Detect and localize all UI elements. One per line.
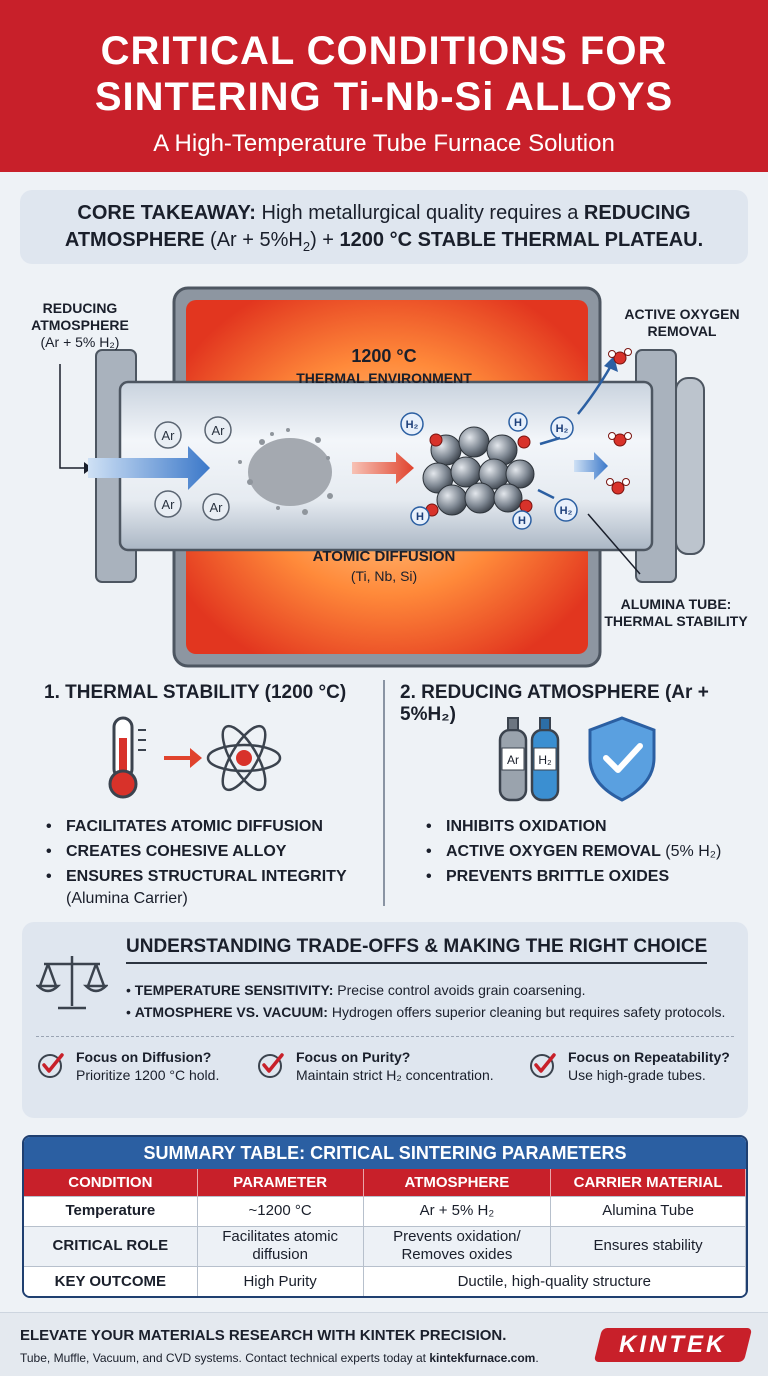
tradeoff-atmosphere: • ATMOSPHERE VS. VACUUM: Hydrogen offers…: [126, 1004, 726, 1020]
h2-molecule-3: H₂: [560, 505, 573, 517]
page-title: CRITICAL CONDITIONS FOR SINTERING Ti-Nb-…: [0, 0, 768, 120]
h2-molecule-1: H₂: [406, 419, 419, 431]
table-cell: Alumina Tube: [550, 1195, 746, 1226]
parameters-table: CONDITION PARAMETER ATMOSPHERE CARRIER M…: [24, 1169, 746, 1296]
gas-cylinders-shield-icon: Ar H₂: [498, 716, 656, 802]
core-takeaway: CORE TAKEAWAY: High metallurgical qualit…: [20, 190, 748, 264]
page-subtitle: A High-Temperature Tube Furnace Solution: [153, 130, 615, 157]
table-cell: ~1200 °C: [197, 1195, 364, 1226]
table-row: CRITICAL ROLE Facilitates atomic diffusi…: [24, 1225, 746, 1266]
table-row: KEY OUTCOME High Purity Ductile, high-qu…: [24, 1265, 746, 1296]
balance-scale-icon: [36, 956, 108, 1010]
furnace-graphic: Ar Ar Ar Ar H₂ H: [59, 286, 705, 668]
label-atomic-diffusion: ATOMIC DIFFUSION: [312, 548, 456, 565]
footer-headline: ELEVATE YOUR MATERIALS RESEARCH WITH KIN…: [20, 1327, 507, 1344]
title-line-1: CRITICAL CONDITIONS FOR: [100, 29, 668, 73]
ar-molecule-3: Ar: [162, 497, 176, 512]
label-diffusion-elements: (Ti, Nb, Si): [350, 568, 418, 584]
focus-diffusion: Focus on Diffusion?Prioritize 1200 °C ho…: [36, 1048, 219, 1084]
check-circle-icon: [38, 1053, 64, 1078]
table-header-condition: CONDITION: [24, 1169, 198, 1196]
h-atom-3: H: [518, 515, 526, 527]
core-bold-1: REDUCING ATMOSPHERE: [64, 202, 691, 251]
footer-contact: Tube, Muffle, Vacuum, and CVD systems. C…: [20, 1351, 539, 1365]
section-divider: [383, 680, 385, 906]
cylinder-ar-label: Ar: [507, 753, 519, 767]
label-temperature: 1200 °C: [351, 346, 417, 366]
core-text-1: High metallurgical quality requires a: [255, 202, 584, 224]
table-cell: Facilitates atomic diffusion: [197, 1225, 364, 1266]
alumina-carrier-note: (Alumina Carrier): [66, 890, 188, 907]
header-banner: CRITICAL CONDITIONS FOR SINTERING Ti-Nb-…: [0, 0, 768, 172]
title-line-2: SINTERING Ti-Nb-Si ALLOYS: [94, 75, 674, 119]
label-active-oxygen-removal: ACTIVE OXYGEN REMOVAL: [624, 306, 740, 339]
core-label: CORE TAKEAWAY:: [77, 202, 256, 224]
cylinder-h2-label: H₂: [538, 753, 552, 767]
thermal-stability-bullets: FACILITATES ATOMIC DIFFUSION CREATES COH…: [40, 814, 347, 909]
table-cell: High Purity: [197, 1265, 364, 1296]
tradeoffs-title: UNDERSTANDING TRADE-OFFS & MAKING THE RI…: [126, 936, 708, 964]
bullet-brittle-oxides: PREVENTS BRITTLE OXIDES: [420, 864, 721, 889]
summary-table-title: SUMMARY TABLE: CRITICAL SINTERING PARAME…: [24, 1137, 746, 1169]
label-thermal-environment: THERMAL ENVIRONMENT: [296, 370, 472, 386]
h-atom-2: H: [416, 511, 424, 523]
table-cell: CRITICAL ROLE: [24, 1225, 198, 1266]
core-sub: 2: [302, 239, 311, 254]
bullet-cohesive-alloy: CREATES COHESIVE ALLOY: [40, 839, 347, 864]
table-header-parameter: PARAMETER: [197, 1169, 364, 1196]
h2-molecule-2: H₂: [556, 423, 569, 435]
bullet-atomic-diffusion: FACILITATES ATOMIC DIFFUSION: [40, 814, 347, 839]
section-thermal-stability-title: 1. THERMAL STABILITY (1200 °C): [44, 682, 347, 703]
focus-purity: Focus on Purity?Maintain strict H₂ conce…: [256, 1048, 494, 1084]
bullet-structural-integrity: ENSURES STRUCTURAL INTEGRITY: [40, 864, 347, 889]
kintek-logo[interactable]: KINTEK: [593, 1328, 753, 1362]
website-link[interactable]: kintekfurnace.com: [429, 1351, 536, 1365]
label-alumina-tube: ALUMINA TUBE: THERMAL STABILITY: [604, 596, 748, 629]
table-cell: Prevents oxidation/ Removes oxides: [363, 1225, 552, 1266]
ar-molecule-2: Ar: [212, 423, 226, 438]
table-header-atmosphere: ATMOSPHERE: [363, 1169, 552, 1196]
focus-repeatability: Focus on Repeatability?Use high-grade tu…: [528, 1048, 730, 1084]
ar-molecule-4: Ar: [210, 500, 224, 515]
tradeoffs-separator: [36, 1036, 734, 1037]
core-bold-2: 1200 °C STABLE THERMAL PLATEAU.: [339, 229, 704, 251]
tradeoff-temperature: • TEMPERATURE SENSITIVITY: Precise contr…: [126, 982, 586, 998]
bullet-active-oxygen-removal: ACTIVE OXYGEN REMOVAL (5% H₂): [420, 839, 721, 864]
table-cell: Ensures stability: [550, 1225, 746, 1266]
reducing-atmosphere-bullets: INHIBITS OXIDATION ACTIVE OXYGEN REMOVAL…: [420, 814, 721, 889]
core-text-3: ) +: [310, 229, 340, 251]
table-header-carrier: CARRIER MATERIAL: [550, 1169, 746, 1196]
core-text-2: (Ar + 5%H: [204, 229, 303, 251]
label-reducing-atmosphere: REDUCING ATMOSPHERE (Ar + 5% H₂): [31, 300, 129, 350]
ar-molecule-1: Ar: [162, 428, 176, 443]
table-cell: Ductile, high-quality structure: [363, 1265, 746, 1296]
summary-table: SUMMARY TABLE: CRITICAL SINTERING PARAME…: [22, 1135, 748, 1298]
tradeoffs-panel: UNDERSTANDING TRADE-OFFS & MAKING THE RI…: [22, 922, 748, 1118]
footer: ELEVATE YOUR MATERIALS RESEARCH WITH KIN…: [0, 1312, 768, 1376]
furnace-illustration: Ar Ar Ar Ar H₂ H: [0, 282, 768, 668]
thermometer-atom-icon: [108, 716, 282, 799]
table-cell: Ar + 5% H₂: [363, 1195, 552, 1226]
check-circle-icon: [258, 1053, 284, 1078]
check-circle-icon: [530, 1053, 556, 1078]
bullet-inhibits-oxidation: INHIBITS OXIDATION: [420, 814, 721, 839]
table-row: Temperature ~1200 °C Ar + 5% H₂ Alumina …: [24, 1195, 746, 1226]
section-reducing-atmosphere-title: 2. REDUCING ATMOSPHERE (Ar + 5%H₂): [400, 682, 709, 725]
table-cell: Temperature: [24, 1195, 198, 1226]
table-cell: KEY OUTCOME: [24, 1265, 198, 1296]
h-atom-1: H: [514, 417, 522, 429]
